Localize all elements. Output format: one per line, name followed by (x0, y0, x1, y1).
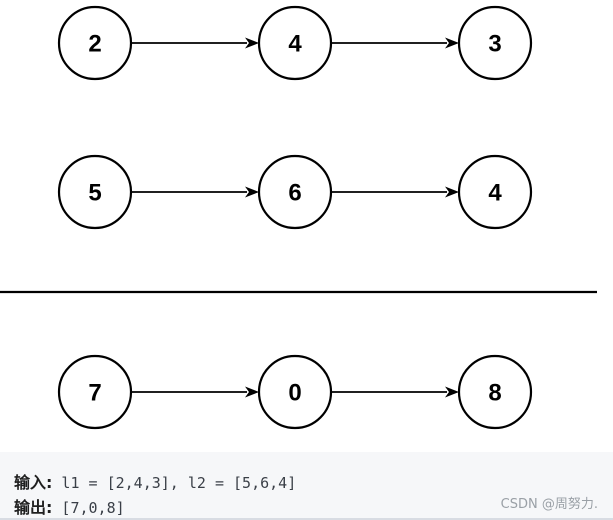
node-circle (257, 5, 333, 81)
linked-list-diagram: 2 4 3 5 6 4 7 0 8 (0, 5, 597, 430)
arrow-head (445, 37, 459, 49)
node-value: 6 (288, 180, 301, 207)
node-circle (457, 5, 533, 81)
csdn-watermark: CSDN @周努力. (500, 497, 598, 512)
list-node: 4 (457, 154, 533, 230)
example-box: 输入: l1 = [2,4,3], l2 = [5,6,4] 输出: [7,0,… (0, 452, 613, 520)
list-node: 5 (57, 154, 133, 230)
node-circle (457, 354, 533, 430)
node-value: 2 (88, 31, 101, 58)
bottom-rule (0, 518, 613, 520)
list-node: 6 (257, 154, 333, 230)
arrow-head (245, 386, 259, 398)
node-circle (57, 354, 133, 430)
list-result-row: 7 0 8 (57, 354, 533, 430)
node-circle (257, 354, 333, 430)
node-value: 0 (288, 380, 301, 407)
arrow-head (445, 386, 459, 398)
output-label: 输出: (14, 498, 53, 517)
node-circle (57, 5, 133, 81)
output-value: [7,0,8] (52, 499, 125, 517)
node-circle (257, 154, 333, 230)
node-value: 3 (488, 31, 501, 58)
node-circle (57, 154, 133, 230)
list-l2-row: 5 6 4 (57, 154, 533, 230)
input-value: l1 = [2,4,3], l2 = [5,6,4] (52, 474, 297, 492)
example-input-line: 输入: l1 = [2,4,3], l2 = [5,6,4] (14, 473, 296, 494)
example-output-line: 输出: [7,0,8] (14, 498, 125, 519)
input-label: 输入: (14, 473, 53, 492)
list-node: 0 (257, 354, 333, 430)
arrow-head (245, 186, 259, 198)
node-circle (457, 154, 533, 230)
node-value: 4 (488, 180, 502, 207)
list-node: 3 (457, 5, 533, 81)
list-node: 7 (57, 354, 133, 430)
node-value: 5 (88, 180, 101, 207)
list-node: 8 (457, 354, 533, 430)
node-value: 7 (88, 380, 101, 407)
arrow-head (445, 186, 459, 198)
list-node: 2 (57, 5, 133, 81)
arrow-head (245, 37, 259, 49)
node-value: 8 (488, 380, 501, 407)
node-value: 4 (288, 31, 302, 58)
list-node: 4 (257, 5, 333, 81)
list-l1-row: 2 4 3 (57, 5, 533, 81)
